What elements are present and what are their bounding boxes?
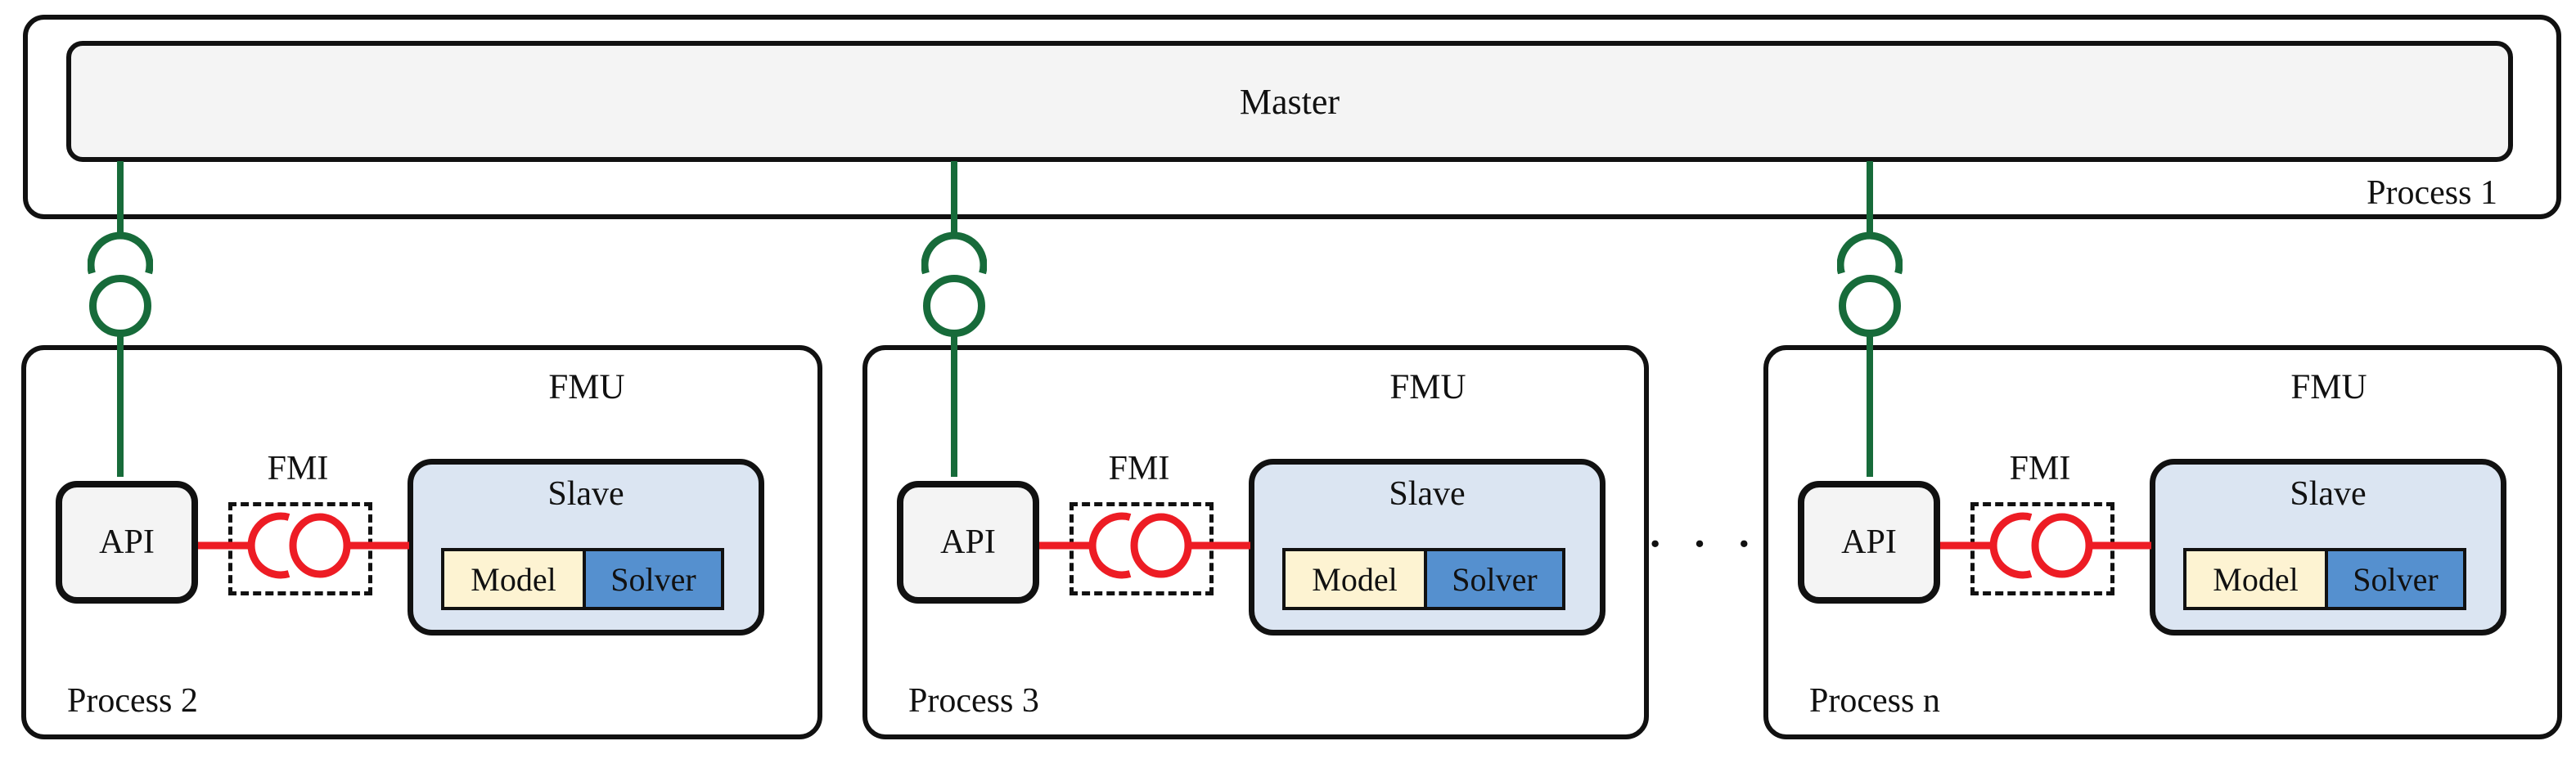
process-1-label: Process 1	[2367, 174, 2497, 212]
ball-icon	[2031, 513, 2093, 578]
process-n-box: FMU API FMI Slave Model Solver Process n	[1763, 345, 2562, 739]
fmu-label: FMU	[1389, 368, 1466, 406]
socket-arc-icon	[1837, 231, 1903, 275]
api-label: API	[1841, 523, 1897, 561]
api-box: API	[1798, 481, 1940, 604]
slave-box: Slave Model Solver	[2150, 459, 2506, 635]
slave-label: Slave	[2290, 475, 2367, 513]
solver-box: Solver	[1424, 548, 1565, 610]
socket-arc-icon	[88, 231, 153, 275]
model-solver-row: Model Solver	[2183, 548, 2466, 610]
master-label: Master	[1239, 81, 1340, 122]
model-box: Model	[441, 548, 583, 610]
slave-box: Slave Model Solver	[408, 459, 764, 635]
more-processes-ellipsis: · · ·	[1647, 521, 1762, 568]
master-connector-1-icon	[88, 161, 153, 477]
ball-icon	[89, 275, 151, 337]
process-2-label: Process 2	[67, 682, 198, 720]
ball-icon	[289, 513, 351, 578]
socket-arc-icon	[1088, 512, 1132, 579]
api-label: API	[940, 523, 996, 561]
master-connector-2-icon	[921, 161, 987, 477]
fmi-label: FMI	[1108, 450, 1170, 487]
api-label: API	[99, 523, 155, 561]
master-box: Master	[66, 41, 2513, 162]
process-1-box: Master Process 1	[23, 15, 2561, 219]
process-3-label: Process 3	[908, 682, 1039, 720]
slave-label: Slave	[1389, 475, 1466, 513]
fmu-label: FMU	[2290, 368, 2367, 406]
process-2-box: FMU API FMI Slave Model Solver Process 2	[21, 345, 822, 739]
fmi-label: FMI	[267, 450, 329, 487]
ball-icon	[923, 275, 985, 337]
model-solver-row: Model Solver	[441, 548, 724, 610]
solver-box: Solver	[583, 548, 724, 610]
master-connector-3-icon	[1837, 161, 1903, 477]
api-box: API	[56, 481, 198, 604]
api-box: API	[897, 481, 1039, 604]
socket-arc-icon	[921, 231, 987, 275]
model-solver-row: Model Solver	[1282, 548, 1565, 610]
model-box: Model	[2183, 548, 2325, 610]
fmi-connector-icon	[198, 512, 409, 579]
solver-box: Solver	[2325, 548, 2466, 610]
slave-label: Slave	[547, 475, 624, 513]
process-n-label: Process n	[1809, 682, 1940, 720]
ball-icon	[1130, 513, 1192, 578]
ball-icon	[1839, 275, 1901, 337]
socket-arc-icon	[247, 512, 290, 579]
fmi-connector-icon	[1940, 512, 2151, 579]
fmi-label: FMI	[2009, 450, 2071, 487]
fmu-label: FMU	[548, 368, 625, 406]
model-box: Model	[1282, 548, 1424, 610]
slave-box: Slave Model Solver	[1249, 459, 1605, 635]
fmi-connector-icon	[1039, 512, 1250, 579]
socket-arc-icon	[1989, 512, 2033, 579]
process-3-box: FMU API FMI Slave Model Solver Process 3	[862, 345, 1649, 739]
